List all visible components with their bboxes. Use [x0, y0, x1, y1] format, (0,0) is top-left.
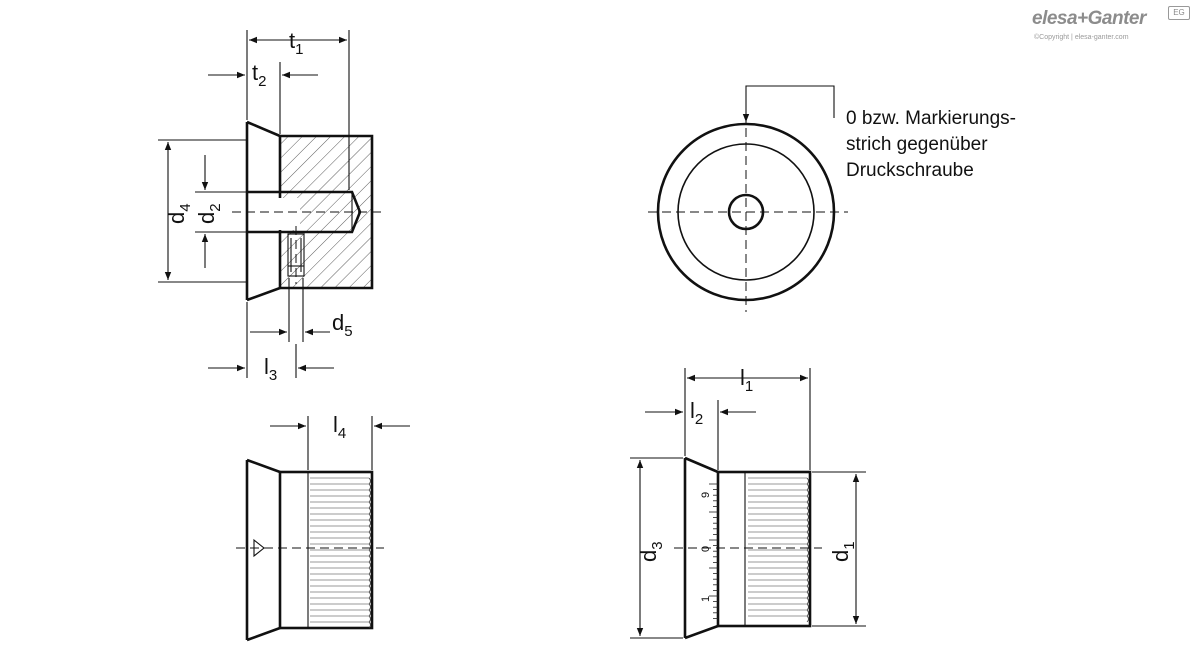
- scale-label-1: 1: [700, 596, 712, 602]
- knurl-edge: [368, 573, 371, 581]
- knurl-edge: [806, 561, 809, 569]
- dim-t2: t2: [208, 60, 318, 134]
- knurl-edge: [368, 477, 371, 485]
- logo-copyright: ©Copyright | elesa-ganter.com: [1034, 34, 1129, 41]
- dim-d2: d2: [194, 155, 246, 268]
- knurl-edge: [806, 615, 809, 623]
- knurl-edge: [806, 603, 809, 611]
- knurl-edge: [806, 573, 809, 581]
- knurl-edge: [806, 477, 809, 485]
- knurl-edge: [806, 483, 809, 491]
- dim-d5: d5: [250, 278, 353, 342]
- scale-label-0: 0: [700, 546, 712, 552]
- knurl-edge: [806, 489, 809, 497]
- dim-l2: l2: [645, 398, 756, 470]
- knurl-edge: [806, 579, 809, 587]
- knurl-edge: [806, 537, 809, 545]
- knurl-edge: [806, 591, 809, 599]
- knurl-edge: [368, 525, 371, 533]
- t2-label: t2: [252, 60, 266, 90]
- dim-d3: d3: [630, 457, 683, 639]
- t1-label: t1: [289, 28, 303, 58]
- knurl-edge: [368, 537, 371, 545]
- knurl-edge: [806, 519, 809, 527]
- l1-label: l1: [740, 365, 753, 395]
- dim-l3: l3: [208, 302, 334, 384]
- l3-label: l3: [264, 354, 277, 384]
- knurl-edge: [368, 585, 371, 593]
- knurl-edge: [806, 567, 809, 575]
- d4-label: d4: [164, 203, 194, 224]
- knurl-edge: [368, 495, 371, 503]
- knurl-edge: [806, 597, 809, 605]
- l2-label: l2: [690, 398, 703, 428]
- marking-note: 0 bzw. Markierungs- strich gegenüber Dru…: [846, 106, 1016, 184]
- knurl-edge: [368, 609, 371, 617]
- knurl-edge: [368, 579, 371, 587]
- knurl-edge: [368, 549, 371, 557]
- knurl-edge: [368, 603, 371, 611]
- knurl-edge: [806, 525, 809, 533]
- front-view: [648, 85, 848, 312]
- knurl-edge: [368, 555, 371, 563]
- brand-logo: elesa+Ganter ©Copyright | elesa-ganter.c…: [1032, 6, 1192, 48]
- knurl-edge: [368, 561, 371, 569]
- side-view-left: [236, 458, 384, 642]
- knurl-edge: [806, 495, 809, 503]
- knurl-edge: [368, 597, 371, 605]
- side-view-right: 9 0 1: [674, 456, 822, 640]
- dim-l4: l4: [270, 412, 410, 470]
- dim-d1: d1: [812, 471, 866, 627]
- knurl-edge: [806, 531, 809, 539]
- knurl-edge: [806, 585, 809, 593]
- section-view: [232, 120, 382, 302]
- d1-label: d1: [828, 541, 858, 562]
- note-line-3: Druckschraube: [846, 160, 974, 181]
- l4-label: l4: [333, 412, 346, 442]
- knurl-edge: [806, 513, 809, 521]
- scale-label-9: 9: [700, 492, 712, 498]
- knurl-edge: [806, 507, 809, 515]
- knurl-edge: [806, 549, 809, 557]
- knurl-edge: [368, 543, 371, 551]
- knurl-edge: [368, 621, 371, 629]
- knurl-edge: [806, 555, 809, 563]
- knurl-edge: [806, 501, 809, 509]
- d3-label: d3: [636, 541, 666, 562]
- knurl-edge: [368, 507, 371, 515]
- d2-label: d2: [194, 203, 224, 224]
- logo-badge: EG: [1168, 6, 1190, 20]
- note-line-1: 0 bzw. Markierungs-: [846, 108, 1017, 129]
- knurl-edge: [806, 543, 809, 551]
- d5-label: d5: [332, 310, 353, 340]
- dim-t1: t1: [246, 28, 350, 190]
- knurl-edge: [368, 513, 371, 521]
- knurl-edge: [368, 483, 371, 491]
- dim-l1: l1: [684, 365, 811, 470]
- knurl-edge: [368, 591, 371, 599]
- knurl-edge: [368, 531, 371, 539]
- dim-d4: d4: [158, 139, 246, 283]
- scale-ticks: [709, 483, 718, 619]
- knurl-edge: [368, 489, 371, 497]
- knurl-edge: [368, 501, 371, 509]
- note-line-2: strich gegenüber: [846, 134, 988, 155]
- knurl-edge: [368, 519, 371, 527]
- logo-text: elesa+Ganter: [1032, 8, 1146, 29]
- knurl-edge: [806, 609, 809, 617]
- knurl-edge: [368, 615, 371, 623]
- knurl-lines: [310, 477, 371, 629]
- knurl-edge: [368, 567, 371, 575]
- knurl-lines: [748, 477, 809, 623]
